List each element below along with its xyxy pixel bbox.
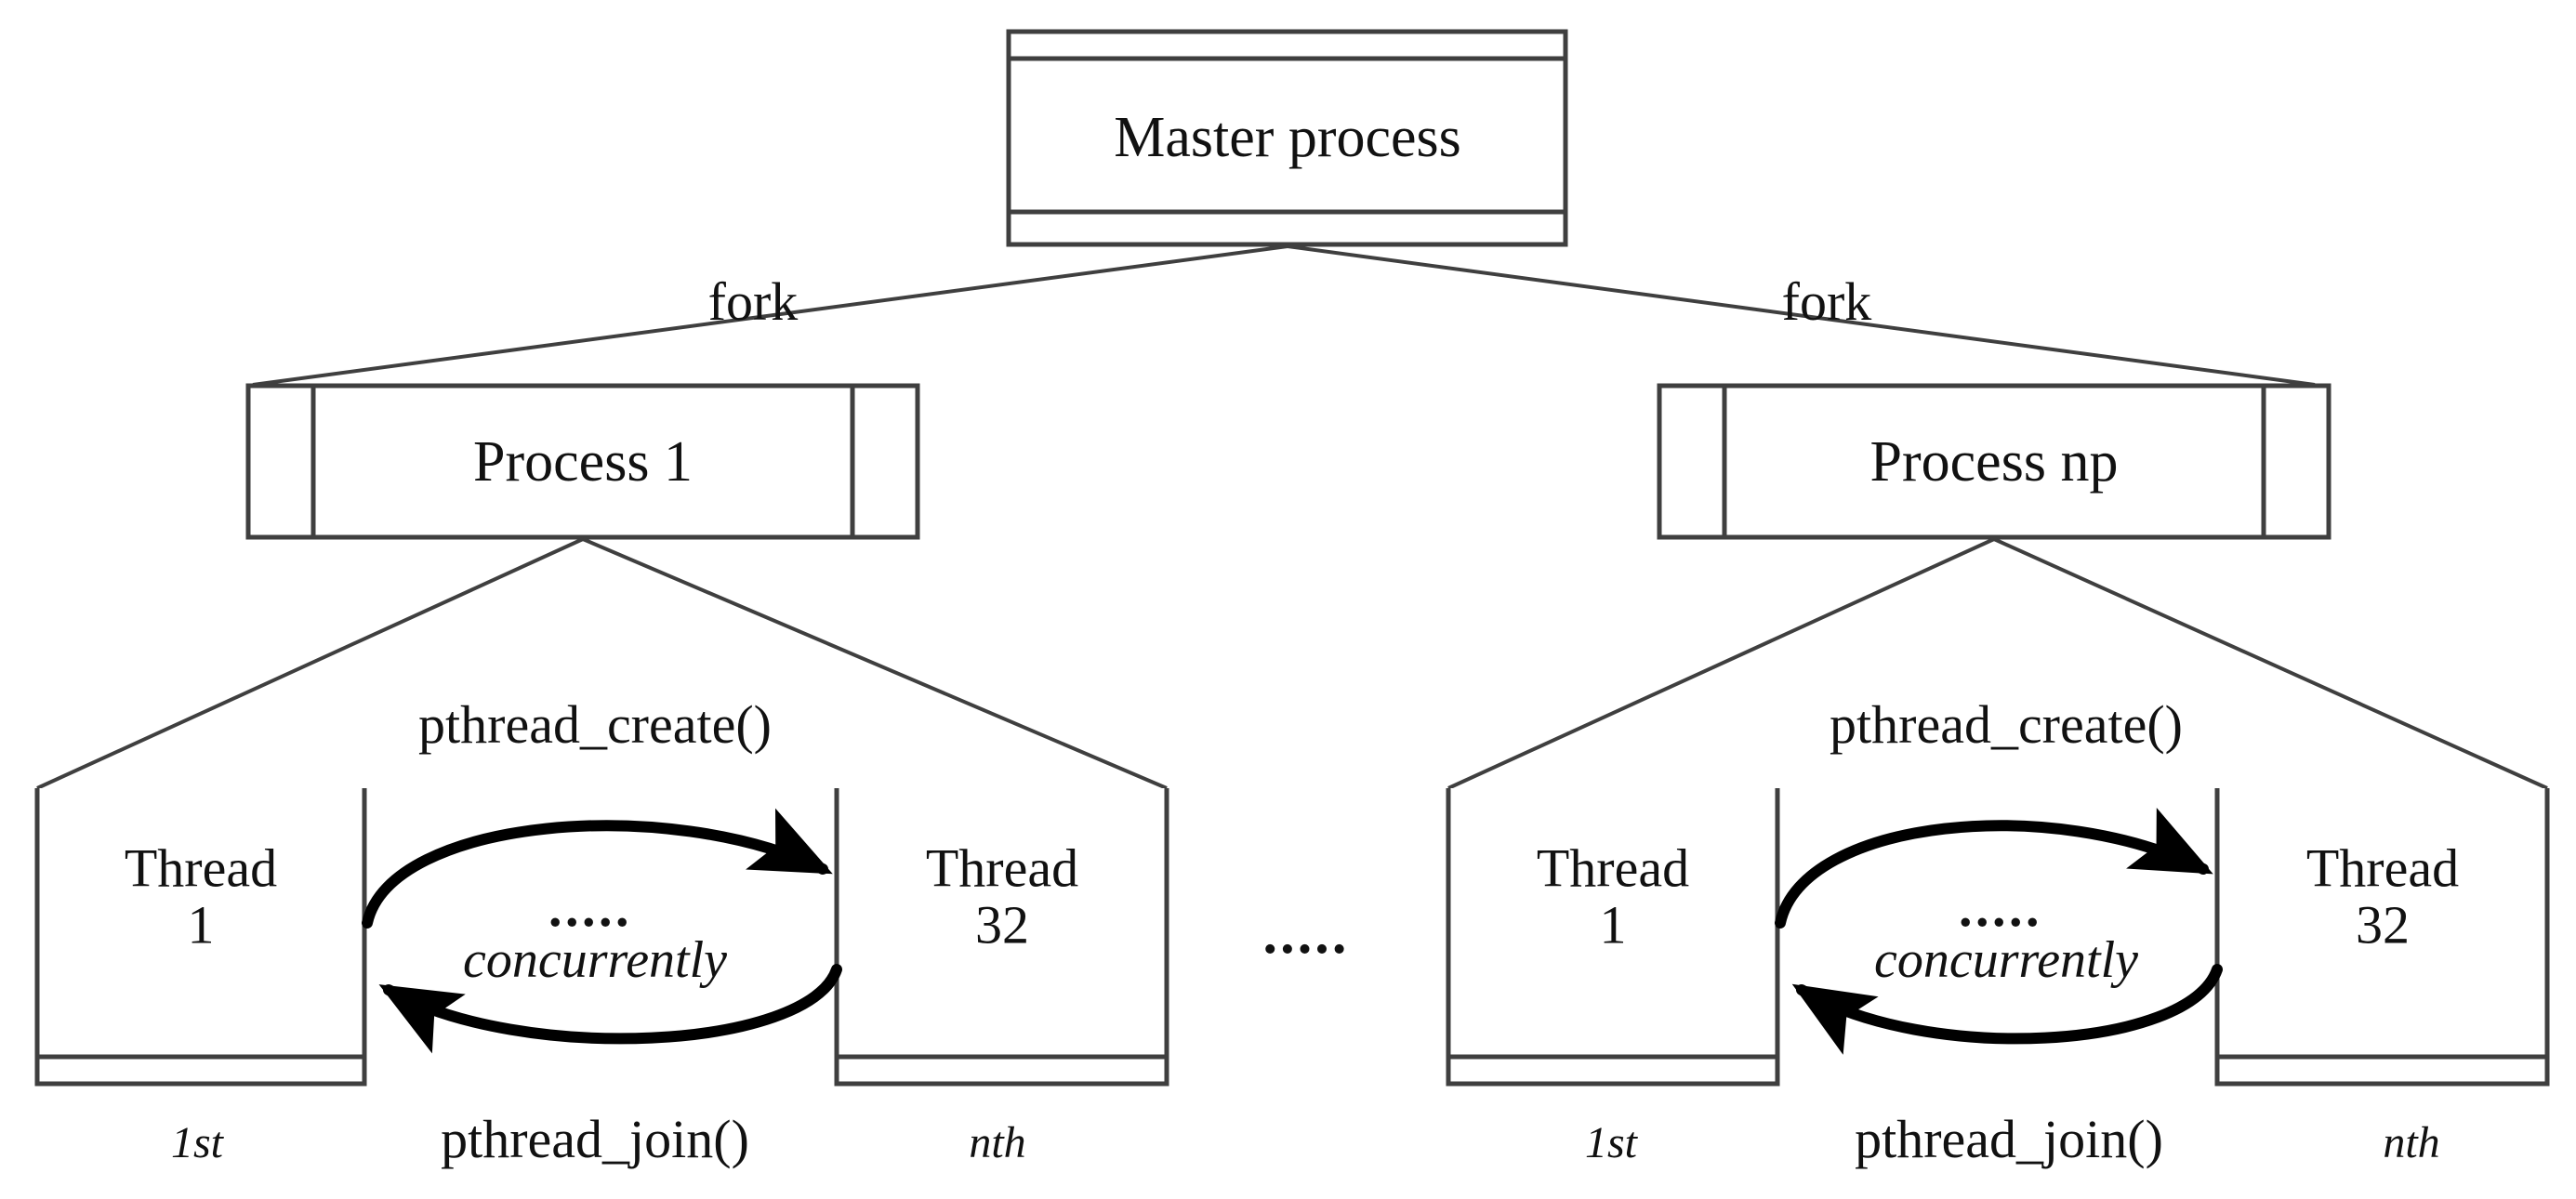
thread-index: 32: [974, 895, 1029, 955]
master-process-box: [1006, 29, 1568, 247]
thread-index: 1: [1599, 895, 1627, 955]
loop-dots-pnp: .....: [1959, 877, 2042, 938]
process-1-label: Process 1: [473, 430, 693, 494]
concurrency-loop-p1: [362, 808, 842, 1054]
pthread-join-label-p1: pthread_join(): [441, 1109, 749, 1169]
thread-box-p1-t32: [834, 788, 1169, 1087]
fork-edge-left: [252, 244, 1288, 387]
thread-box-p1-t1: [34, 788, 367, 1087]
pthread-create-label-p1: pthread_create(): [418, 694, 772, 755]
group-separator-dots: .....: [1262, 903, 1350, 966]
fork-label-left: fork: [707, 271, 799, 332]
thread-name: Thread: [1536, 837, 1690, 899]
fork-label-right: fork: [1781, 271, 1872, 332]
thread-name: Thread: [2305, 837, 2460, 899]
pthread-create-edges-left: [36, 537, 1168, 790]
concurrently-label-pnp: concurrently: [1873, 931, 2139, 989]
process-1-box: [245, 383, 920, 540]
thread-box-pnp-t32: [2214, 788, 2550, 1087]
thread-box-pnp-t1: [1446, 788, 1780, 1087]
thread-name: Thread: [124, 837, 278, 899]
process-np-box: [1657, 383, 2332, 540]
master-process-label: Master process: [1114, 106, 1461, 169]
thread-index: 1: [187, 895, 215, 955]
order-label-pnp-t32: nth: [2383, 1118, 2440, 1167]
pthread-join-label-pnp: pthread_join(): [1855, 1109, 2163, 1169]
concurrently-label-p1: concurrently: [462, 931, 728, 989]
loop-dots-p1: .....: [548, 877, 632, 938]
pthread-create-edges-right: [1447, 537, 2548, 790]
order-label-p1-t32: nth: [969, 1118, 1026, 1167]
order-label-p1-t1: 1st: [170, 1118, 224, 1167]
fork-edge-right: [1287, 244, 2316, 387]
thread-name: Thread: [925, 837, 1079, 899]
process-np-label: Process np: [1869, 430, 2119, 494]
thread-index: 32: [2355, 895, 2410, 955]
concurrency-loop-pnp: [1775, 808, 2223, 1055]
order-label-pnp-t1: 1st: [1584, 1118, 1638, 1167]
pthread-create-label-pnp: pthread_create(): [1830, 694, 2183, 755]
